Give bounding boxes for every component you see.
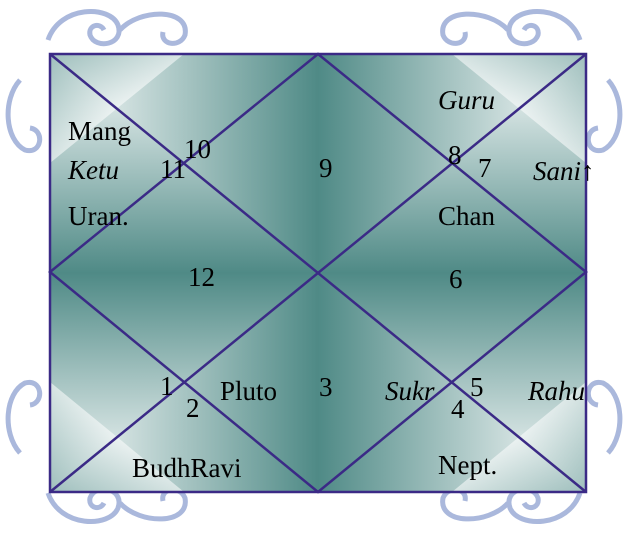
house-number-8: 8 [448, 142, 462, 169]
house-number-5: 5 [470, 374, 484, 401]
planet-guru: Guru [438, 87, 495, 114]
planet-sukr: Sukr [385, 378, 435, 405]
house-number-7: 7 [478, 155, 492, 182]
house-number-12: 12 [188, 264, 215, 291]
planet-ketu: Ketu [68, 157, 119, 184]
house-number-10: 10 [184, 136, 211, 163]
planet-uran: Uran. [68, 203, 129, 230]
house-number-11: 11 [160, 156, 186, 183]
house-number-1: 1 [160, 373, 174, 400]
house-number-9: 9 [319, 155, 333, 182]
house-number-4: 4 [451, 396, 465, 423]
planet-rahu: Rahu [528, 378, 585, 405]
planet-chan: Chan [438, 203, 495, 230]
planet-mang: Mang [68, 118, 131, 145]
planet-pluto: Pluto [220, 378, 277, 405]
house-number-6: 6 [449, 266, 463, 293]
planet-nept: Nept. [438, 452, 497, 479]
planet-sani: Sani↑ [533, 158, 595, 185]
house-number-2: 2 [186, 395, 200, 422]
planet-budhravi: BudhRavi [132, 455, 242, 482]
house-number-3: 3 [319, 374, 333, 401]
